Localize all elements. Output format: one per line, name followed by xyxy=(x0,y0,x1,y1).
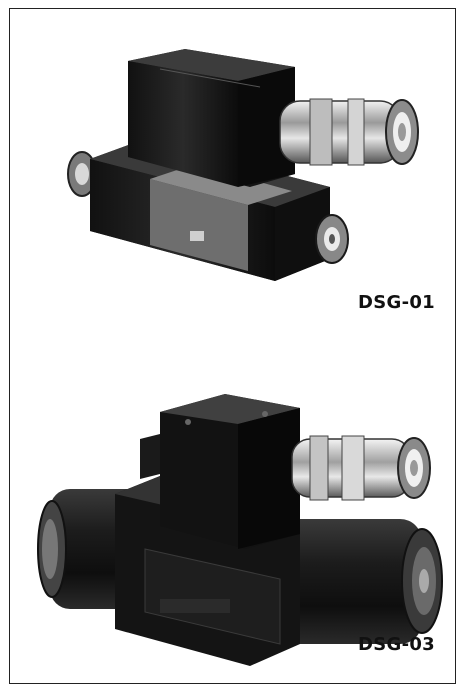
product-dsg-03: DSG-03 xyxy=(10,344,455,684)
valve-dsg-01-illustration xyxy=(67,49,419,281)
model-label-dsg-03: DSG-03 xyxy=(358,634,435,655)
product-dsg-01: DSG-01 xyxy=(10,9,455,339)
model-label-dsg-01: DSG-01 xyxy=(358,292,435,313)
catalog-frame: DSG-01 xyxy=(9,8,456,684)
valve-dsg-03-illustration xyxy=(37,394,443,666)
